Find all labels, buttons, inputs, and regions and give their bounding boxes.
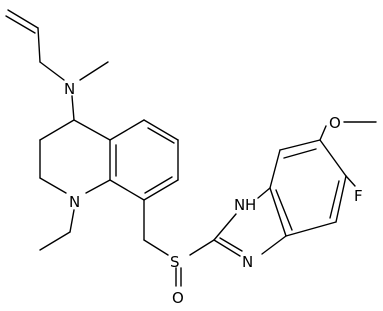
bond <box>39 61 65 81</box>
bond <box>283 148 317 159</box>
bond <box>345 175 356 187</box>
bond <box>143 179 179 201</box>
bond <box>79 61 109 81</box>
atom-label-nh-imidazole: N <box>234 196 245 214</box>
bond <box>7 9 39 29</box>
atom-label-o-methoxy: O <box>329 114 341 132</box>
bond <box>69 209 75 233</box>
bond <box>143 239 169 256</box>
bond <box>85 179 111 194</box>
bond <box>257 187 271 199</box>
bond <box>269 149 281 189</box>
bond <box>109 119 145 141</box>
bond <box>329 180 340 219</box>
bond <box>261 235 287 255</box>
bond <box>319 125 327 141</box>
bond <box>269 187 287 237</box>
bond <box>144 176 173 194</box>
bond <box>39 119 75 141</box>
bond <box>285 221 337 237</box>
bond <box>5 15 36 34</box>
bond <box>335 175 347 223</box>
atom-label-o-sulfinyl: O <box>172 289 184 307</box>
bonds <box>5 9 377 287</box>
bond <box>39 231 71 251</box>
atom-label-n-ring: N <box>69 193 80 211</box>
atom-label-f: F <box>354 187 363 205</box>
bond <box>109 179 145 201</box>
atom-label-n-imidazole: N <box>242 253 253 271</box>
bond <box>71 95 75 121</box>
bond <box>213 239 241 257</box>
bond <box>37 27 41 63</box>
bond <box>39 177 67 194</box>
bond <box>189 239 215 256</box>
bond <box>279 139 321 151</box>
bond <box>219 237 243 252</box>
bond <box>275 189 293 231</box>
bond <box>73 119 111 141</box>
atom-label-n-amine: N <box>64 80 75 98</box>
bond <box>147 127 175 144</box>
atom-labels: N N S O N H N O F <box>64 80 363 307</box>
bond <box>319 139 347 177</box>
atom-label-s: S <box>170 253 180 271</box>
atom-label-h-imidazole: H <box>245 196 256 214</box>
bond <box>213 213 237 241</box>
bond <box>143 119 179 141</box>
